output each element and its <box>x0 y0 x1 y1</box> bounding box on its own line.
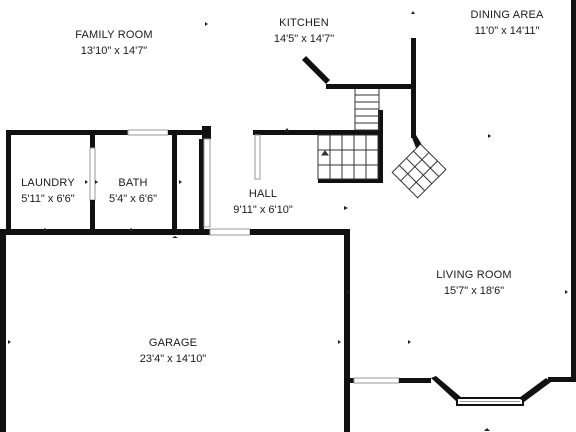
wall-post-hall <box>202 126 211 139</box>
wall-garage-east <box>344 229 350 432</box>
wall-stair-south <box>318 179 383 183</box>
room-laundry: LAUNDRY 5'11" x 6'6" <box>10 175 86 207</box>
wall-stair-east <box>378 110 383 182</box>
room-garage-name: GARAGE <box>148 337 198 349</box>
room-laundry-name: LAUNDRY <box>21 177 75 189</box>
room-dining-area-name: DINING AREA <box>470 9 544 21</box>
wall-living-east <box>571 0 576 380</box>
room-bath: BATH 5'4" x 6'6" <box>98 175 168 207</box>
living-room-stair <box>391 135 447 199</box>
wall-hall-north <box>253 130 379 135</box>
bay-window <box>431 376 576 406</box>
room-hall-name: HALL <box>248 188 278 200</box>
window-living-south <box>353 377 400 384</box>
dimension-markers <box>8 11 568 431</box>
wall-kitchen-dining-divider <box>411 38 416 138</box>
room-family-room-name: FAMILY ROOM <box>75 29 153 41</box>
door-laundry-bath <box>89 147 96 201</box>
room-dining-area-dimensions: 11'0" x 14'11" <box>474 25 540 37</box>
room-garage-dimensions: 23'4" x 14'10" <box>139 353 207 365</box>
room-garage: GARAGE 23'4" x 14'10" <box>118 335 228 367</box>
wall-hall-west <box>199 139 204 234</box>
window-bath-north <box>127 129 169 136</box>
room-dining-area: DINING AREA 11'0" x 14'11" <box>452 7 562 39</box>
room-bath-dimensions: 5'4" x 6'6" <box>108 193 158 205</box>
wall-bath-east <box>172 130 177 234</box>
wall-garage-north-right <box>250 229 350 235</box>
room-living-room-dimensions: 15'7" x 18'6" <box>443 285 505 297</box>
wall-laundry-bath-divider-bottom <box>90 200 95 234</box>
room-hall: HALL 9'11" x 6'10" <box>218 186 308 218</box>
staircase <box>317 87 380 180</box>
room-family-room-dimensions: 13'10" x 14'7" <box>80 45 148 57</box>
room-kitchen-dimensions: 14'5" x 14'7" <box>273 33 335 45</box>
wall-kitchen-south <box>326 84 416 89</box>
wall-living-south-left <box>344 378 354 383</box>
wall-laundry-west <box>6 130 11 234</box>
wall-garage-west <box>0 229 6 432</box>
room-bath-name: BATH <box>118 177 148 189</box>
wall-living-south-mid <box>399 378 431 383</box>
wall-kitchen-angled <box>302 56 330 84</box>
wall-family-room-south-left <box>6 130 128 135</box>
room-hall-dimensions: 9'11" x 6'10" <box>233 204 293 216</box>
room-family-room: FAMILY ROOM 13'10" x 14'7" <box>54 27 174 59</box>
room-kitchen-name: KITCHEN <box>279 17 329 29</box>
door-hall-west <box>203 138 211 228</box>
room-living-room-name: LIVING ROOM <box>436 269 512 281</box>
window-hall-north <box>254 134 261 180</box>
wall-laundry-bath-divider-top <box>90 130 95 148</box>
wall-garage-north-left <box>6 229 210 235</box>
wall-family-room-south-right <box>168 130 208 135</box>
room-laundry-dimensions: 5'11" x 6'6" <box>21 193 75 205</box>
door-garage-hall <box>209 228 251 236</box>
room-living-room: LIVING ROOM 15'7" x 18'6" <box>418 267 530 299</box>
room-kitchen: KITCHEN 14'5" x 14'7" <box>252 15 356 47</box>
